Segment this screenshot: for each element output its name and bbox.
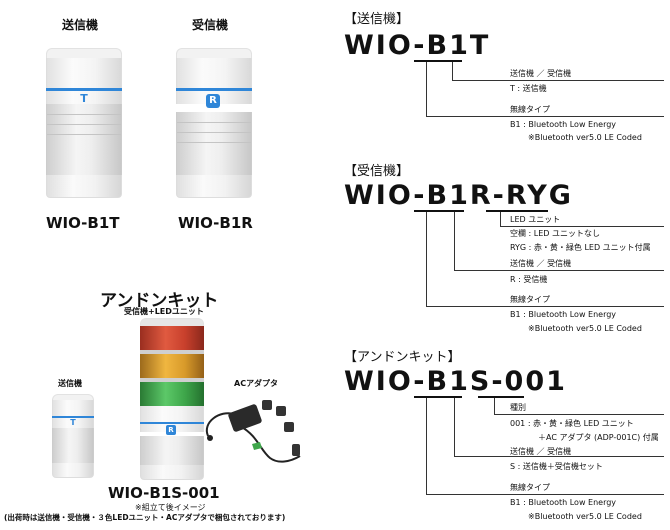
kit-t-badge-icon: T bbox=[70, 418, 76, 427]
s3-label-type: 種別 bbox=[510, 403, 526, 412]
model-code-transmitter: WIO-B1T bbox=[344, 30, 491, 61]
s1-sub-wireless: ※Bluetooth ver5.0 LE Coded bbox=[528, 133, 642, 142]
red-led-unit bbox=[140, 326, 204, 350]
kit-r-badge-icon: R bbox=[166, 425, 176, 435]
s2-value-tx-rx: R : 受信機 bbox=[510, 275, 548, 284]
green-led-unit bbox=[140, 382, 204, 406]
receiver-device-image: R bbox=[176, 48, 252, 198]
s3-value-type-adapter: ＋AC アダプタ (ADP-001C) 付属 bbox=[538, 433, 659, 442]
kit-transmitter-caption: 送信機 bbox=[58, 379, 82, 388]
receiver-caption: 受信機 bbox=[192, 18, 229, 32]
kit-model: WIO-B1S-001 bbox=[108, 484, 220, 502]
s2-value-led-ryg: RYG : 赤・黄・緑色 LED ユニット付属 bbox=[510, 243, 651, 252]
kit-adapter-caption: ACアダプタ bbox=[234, 379, 279, 388]
s2-value-wireless: B1 : Bluetooth Low Energy bbox=[510, 310, 617, 319]
section-title-receiver: 【受信機】 bbox=[344, 164, 410, 179]
s2-label-tx-rx: 送信機 ／ 受信機 bbox=[510, 259, 572, 268]
model-code-receiver: WIO-B1R-RYG bbox=[344, 180, 573, 211]
s2-label-led: LED ユニット bbox=[510, 215, 561, 224]
s2-sub-wireless: ※Bluetooth ver5.0 LE Coded bbox=[528, 324, 642, 333]
s1-value-wireless: B1 : Bluetooth Low Energy bbox=[510, 120, 617, 129]
s3-value-wireless: B1 : Bluetooth Low Energy bbox=[510, 498, 617, 507]
model-code-kit: WIO-B1S-001 bbox=[344, 366, 567, 397]
section-title-kit: 【アンドンキット】 bbox=[344, 350, 461, 365]
s3-value-tx-rx: S : 送信機＋受信機セット bbox=[510, 462, 603, 471]
yellow-led-unit bbox=[140, 354, 204, 378]
s3-label-wireless: 無線タイプ bbox=[510, 483, 550, 492]
receiver-model: WIO-B1R bbox=[178, 214, 253, 232]
kit-subtitle: 受信機+LEDユニット bbox=[124, 307, 204, 316]
s2-value-led-none: 空欄 : LED ユニットなし bbox=[510, 229, 600, 238]
s2-label-wireless: 無線タイプ bbox=[510, 295, 550, 304]
section-title-transmitter: 【送信機】 bbox=[344, 12, 410, 27]
s1-label-tx-rx: 送信機 ／ 受信機 bbox=[510, 69, 572, 78]
kit-title: アンドンキット bbox=[100, 291, 219, 311]
transmitter-t-badge-icon: T bbox=[80, 92, 88, 105]
s3-value-type: 001 : 赤・黄・緑色 LED ユニット bbox=[510, 419, 634, 428]
ac-adapter-image bbox=[205, 400, 301, 463]
kit-transmitter-image: T bbox=[52, 394, 94, 478]
s1-value-tx-rx: T : 送信機 bbox=[510, 84, 547, 93]
s3-sub-wireless: ※Bluetooth ver5.0 LE Coded bbox=[528, 512, 642, 521]
kit-note-assembled: ※組立て後イメージ bbox=[135, 503, 206, 512]
transmitter-device-image: T bbox=[46, 48, 122, 198]
s3-label-tx-rx: 送信機 ／ 受信機 bbox=[510, 447, 572, 456]
receiver-r-badge-icon: R bbox=[206, 94, 220, 108]
kit-signal-tower-image: R bbox=[140, 318, 204, 480]
kit-note-packing: (出荷時は送信機・受信機・３色LEDユニット・ACアダプタで梱包されております) bbox=[4, 513, 286, 522]
s1-label-wireless: 無線タイプ bbox=[510, 105, 550, 114]
transmitter-model: WIO-B1T bbox=[46, 214, 120, 232]
transmitter-caption: 送信機 bbox=[62, 18, 99, 32]
